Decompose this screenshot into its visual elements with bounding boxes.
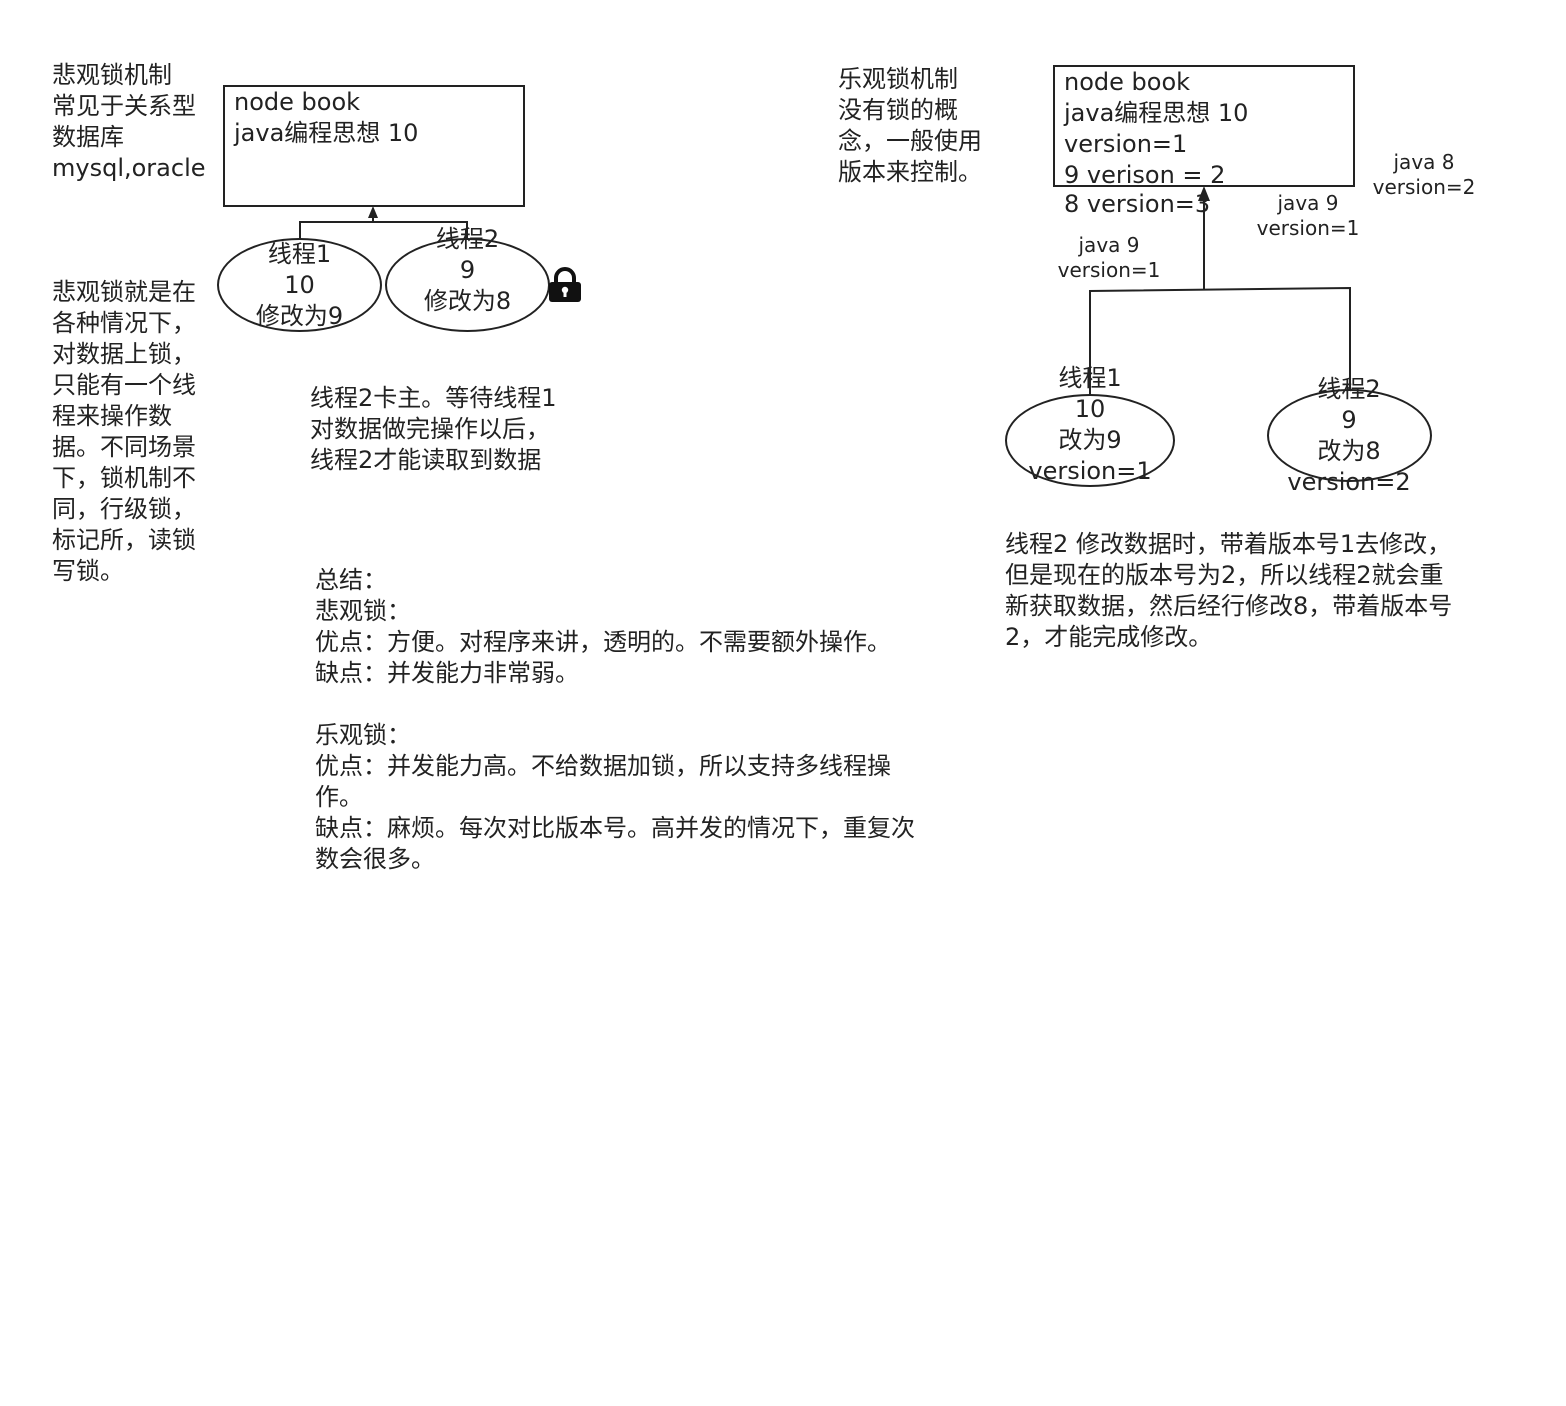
optimistic-node-overflow-line: 8 version=3 (1064, 190, 1211, 218)
pessimistic-node-title: node book (234, 88, 361, 116)
optimistic-thread1-ellipse (1005, 394, 1175, 487)
pessimistic-block-note: 线程2卡主。等待线程1 对数据做完操作以后， 线程2才能读取到数据 (310, 384, 557, 474)
optimistic-title: 乐观锁机制 没有锁的概 念，一般使用 版本来控制。 (838, 65, 982, 186)
label-java9-right: java 9 version=1 (1256, 191, 1360, 240)
optimistic-node-lines: java编程思想 10 version=1 9 verison = 2 (1064, 99, 1249, 189)
optimistic-explanation: 线程2 修改数据时，带着版本号1去修改， 但是现在的版本号为2，所以线程2就会重… (1005, 530, 1453, 651)
optimistic-node-box: node book java编程思想 10 version=1 9 veriso… (1053, 65, 1355, 189)
lock-icon (546, 266, 584, 304)
summary-text: 总结： 悲观锁： 优点：方便。对程序来讲，透明的。不需要额外操作。 缺点：并发能… (315, 566, 915, 873)
pessimistic-node-box: node book java编程思想 10 (223, 85, 525, 207)
optimistic-thread2-label: 线程2 9 改为8 version=2 (1287, 375, 1411, 496)
label-java8-version2: java 8 version=2 (1372, 150, 1476, 199)
label-java9-left: java 9 version=1 (1057, 233, 1161, 282)
pessimistic-thread1-ellipse (217, 238, 382, 332)
pessimistic-thread2-label: 线程2 9 修改为8 (423, 225, 512, 315)
pessimistic-title: 悲观锁机制 常见于关系型 数据库 mysql,oracle (52, 61, 206, 182)
pessimistic-description: 悲观锁就是在 各种情况下， 对数据上锁， 只能有一个线 程来操作数 据。不同场景… (52, 278, 196, 585)
optimistic-thread1-label: 线程1 10 改为9 version=1 (1028, 364, 1152, 485)
optimistic-thread2-ellipse (1267, 389, 1432, 482)
pessimistic-thread1-label: 线程1 10 修改为9 (255, 240, 344, 330)
optimistic-node-title: node book (1064, 68, 1191, 96)
pessimistic-node-lines: java编程思想 10 (234, 119, 419, 147)
